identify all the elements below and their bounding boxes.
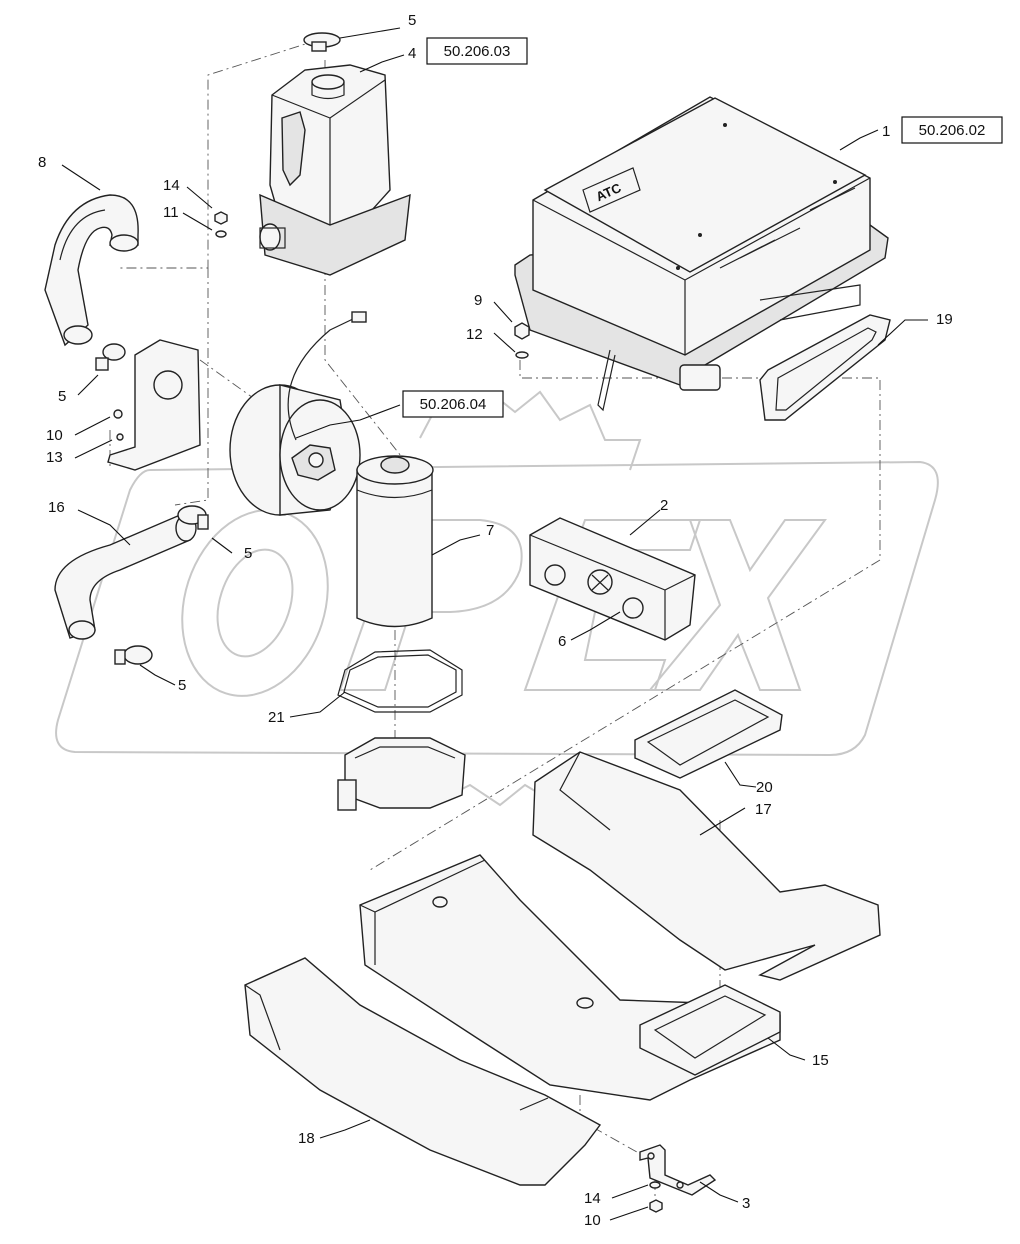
callout-10-bottom: 10 (584, 1212, 601, 1229)
callout-11: 11 (163, 204, 179, 221)
callout-12: 12 (466, 326, 483, 343)
callout-2: 2 (660, 497, 668, 514)
hose-8 (44, 194, 139, 347)
callout-9: 9 (474, 292, 482, 309)
callout-18: 18 (298, 1130, 315, 1147)
reference-4-text: 50.206.03 (444, 43, 511, 60)
callout-14-bottom: 14 (584, 1190, 601, 1207)
clamp-top (303, 32, 341, 52)
callout-1: 1 (882, 123, 890, 140)
duct-15 (359, 854, 781, 1101)
callout-6: 6 (558, 633, 566, 650)
gasket-21 (337, 649, 463, 713)
hvac-unit: ATC (514, 96, 889, 412)
bracket-3 (639, 1144, 717, 1196)
control-panel (529, 517, 696, 641)
callouts: 5 4 1 8 14 11 9 12 19 5 10 13 16 5 2 7 6… (38, 12, 953, 1229)
gasket-20 (634, 689, 783, 779)
callout-14-top: 14 (163, 177, 180, 194)
callout-19: 19 (936, 311, 953, 328)
callout-20: 20 (756, 779, 773, 796)
callout-7: 7 (486, 522, 494, 539)
callout-3: 3 (742, 1195, 750, 1212)
callout-17: 17 (755, 801, 772, 818)
filter-7 (356, 455, 434, 628)
duct-17 (532, 751, 881, 981)
clamp-mid (177, 505, 209, 530)
leader-lines (61, 27, 928, 1221)
callout-5-top: 5 (408, 12, 416, 29)
callout-15: 15 (812, 1052, 829, 1069)
callout-5-left: 5 (58, 388, 66, 405)
callout-4: 4 (408, 45, 416, 62)
hose-16 (54, 514, 197, 640)
callout-16: 16 (48, 499, 65, 516)
fasteners (214, 211, 530, 359)
blower-motor (229, 311, 367, 516)
callout-13: 13 (46, 449, 63, 466)
callout-5-mid: 5 (244, 545, 252, 562)
callout-10-top: 10 (46, 427, 63, 444)
bracket-13 (95, 339, 201, 471)
fasteners-bottom (649, 1181, 663, 1213)
callout-5-low: 5 (178, 677, 186, 694)
watermark-logo (55, 390, 939, 807)
reference-box-1: 50.206.02 (901, 116, 1003, 144)
callout-8: 8 (38, 154, 46, 171)
expansion-tank (259, 64, 411, 276)
reference-1-text: 50.206.02 (919, 122, 986, 139)
reference-blower-text: 50.206.04 (420, 396, 487, 413)
callout-21: 21 (268, 709, 285, 726)
clamp-low (114, 645, 153, 665)
reference-box-blower: 50.206.04 (402, 390, 504, 418)
duct-18 (244, 957, 602, 1186)
gasket-19 (759, 314, 891, 421)
filter-housing (337, 737, 466, 811)
reference-box-4: 50.206.03 (426, 37, 528, 65)
